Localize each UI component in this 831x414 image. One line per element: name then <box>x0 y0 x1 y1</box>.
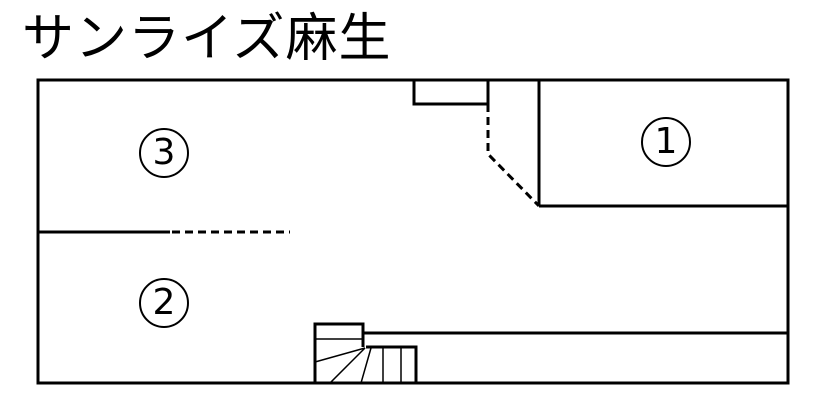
building-title: サンライズ麻生 <box>22 9 392 69</box>
stair-box <box>366 345 418 383</box>
room-label-3: 3 <box>134 123 194 183</box>
dashed-partition <box>486 104 541 208</box>
room-label-1: 1 <box>636 112 696 172</box>
stair-winder-1 <box>314 347 366 363</box>
room-label-2: 2 <box>134 273 194 333</box>
top-small-box <box>412 80 490 106</box>
stair-winder-2 <box>329 347 366 384</box>
stair-landing <box>313 322 365 383</box>
stair-winder-3 <box>360 347 372 384</box>
